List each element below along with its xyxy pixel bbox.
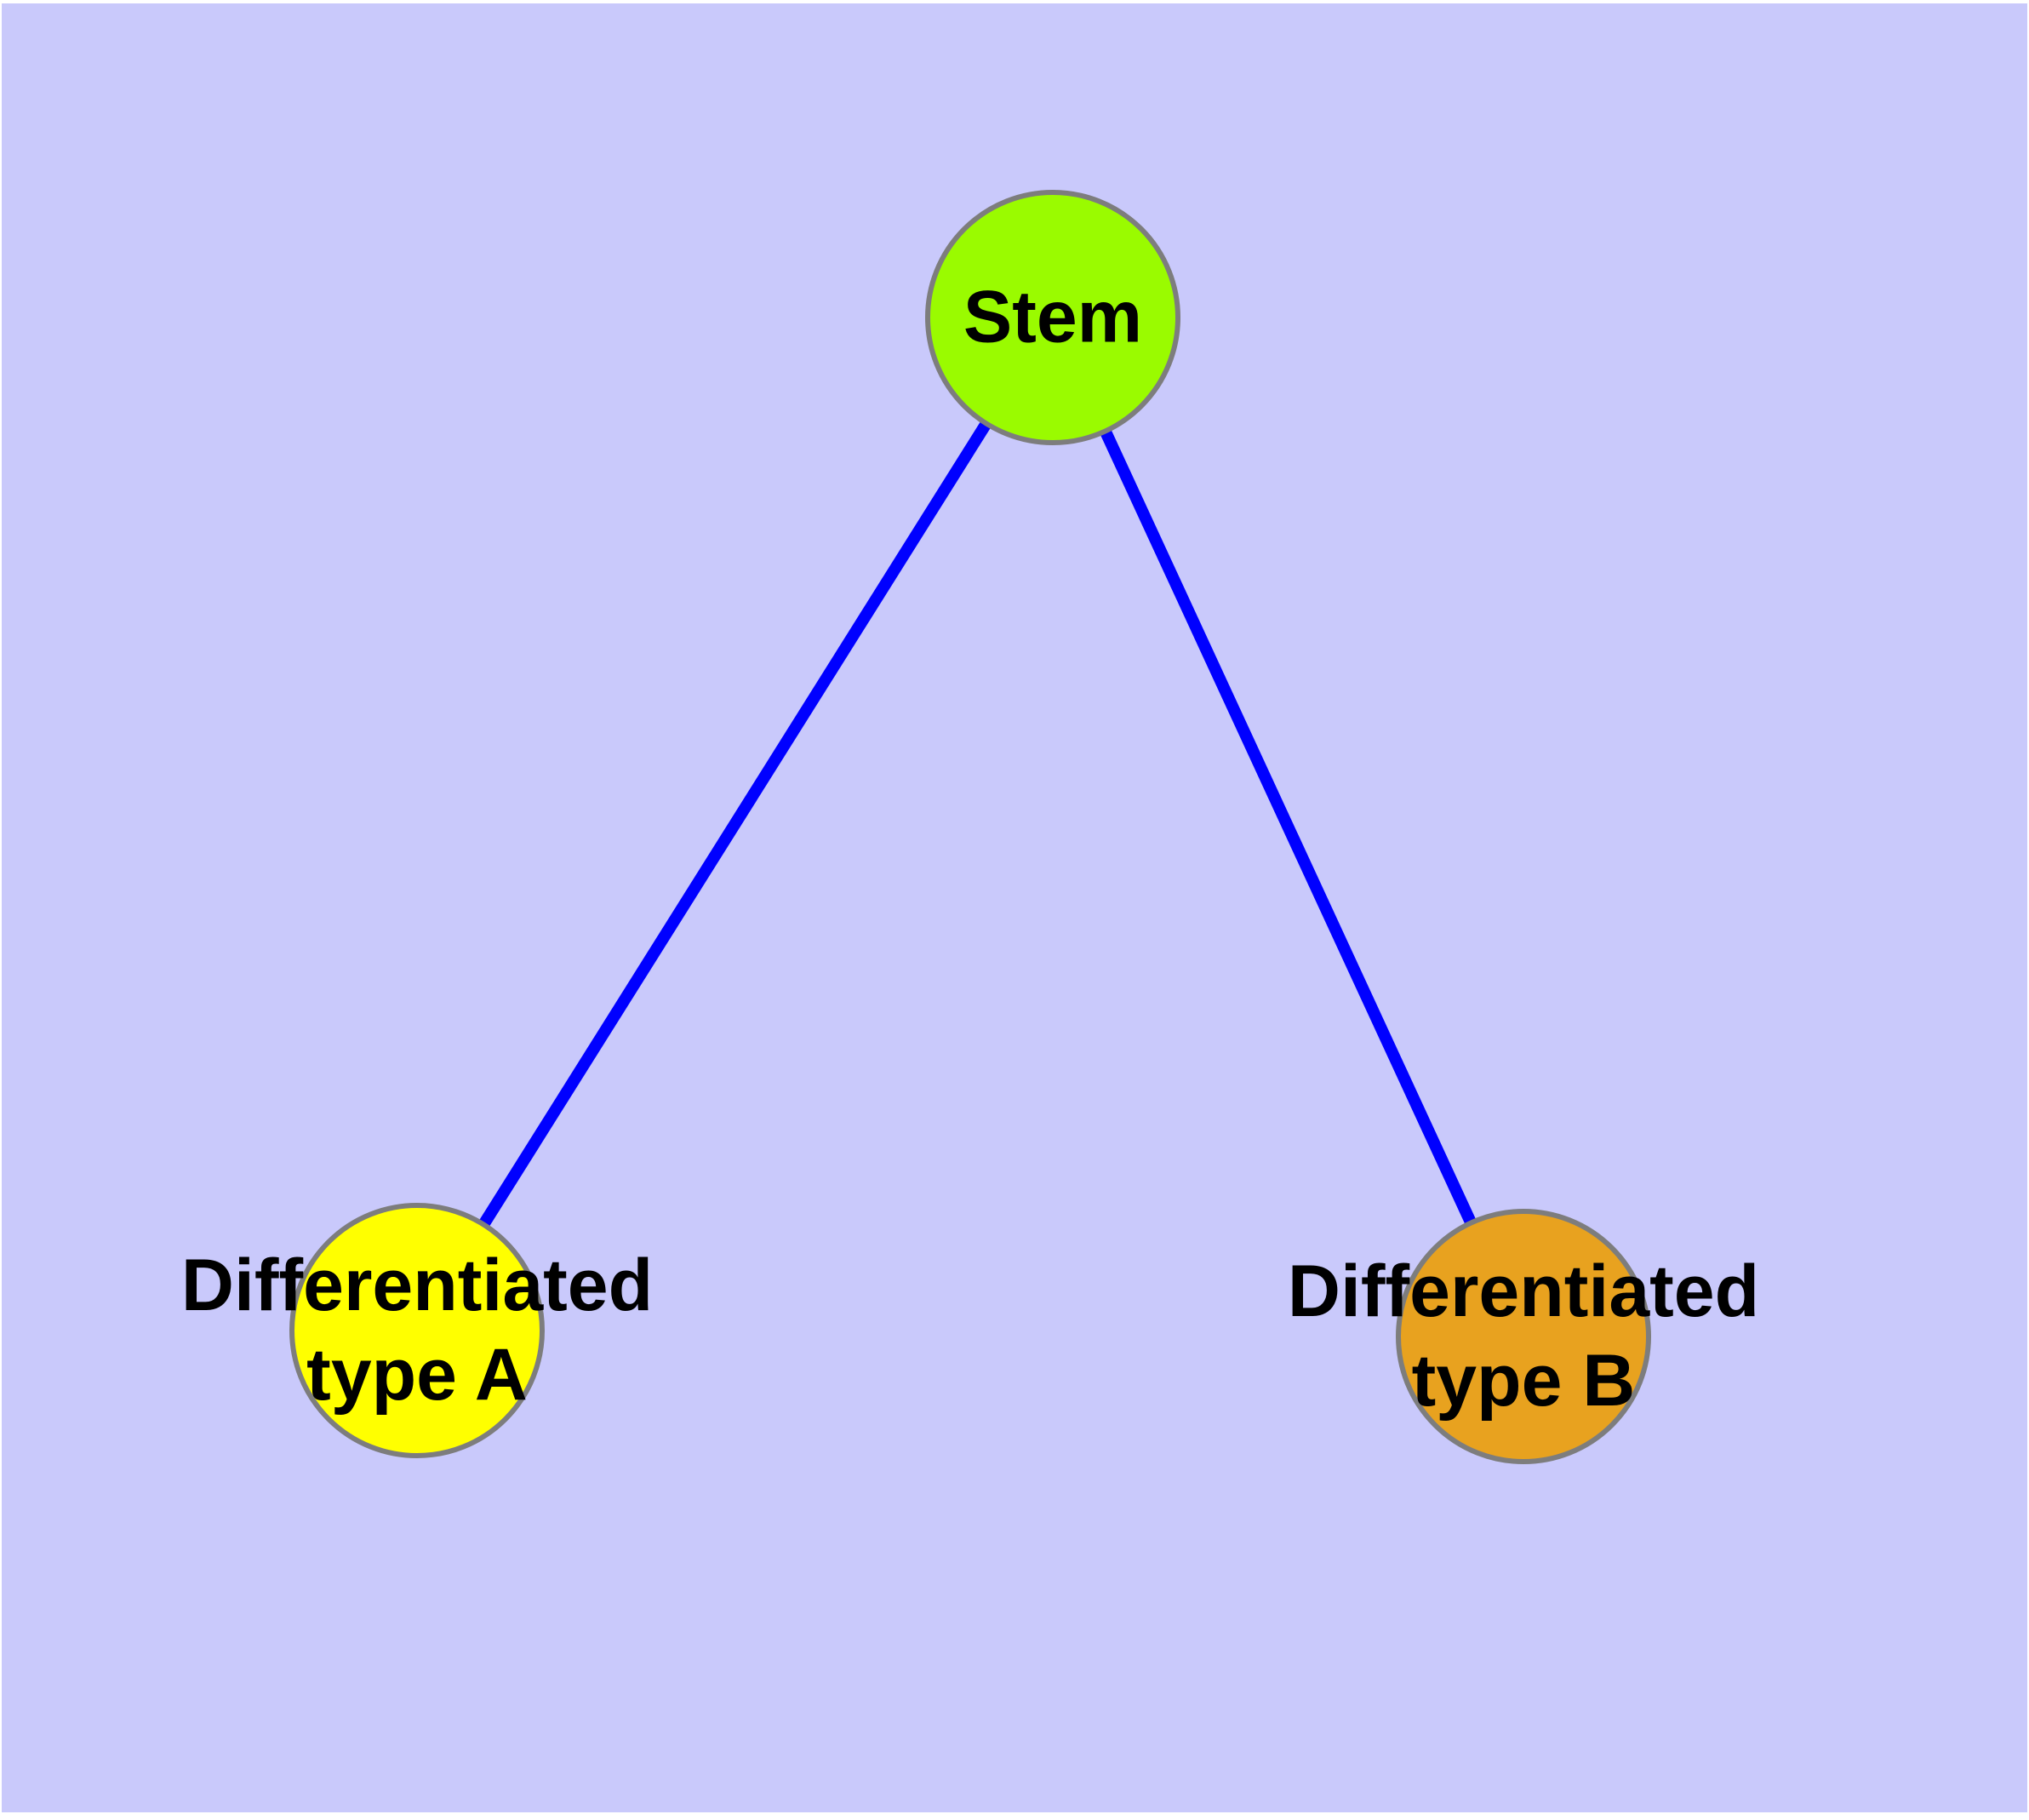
node-label-differentiated-type-b: Differentiated type B <box>1288 1247 1759 1426</box>
node-label-differentiated-type-a: Differentiated type A <box>181 1241 653 1420</box>
node-label-type-a-line-2: type A <box>306 1334 528 1416</box>
node-label-type-b-line-2: type B <box>1411 1340 1636 1422</box>
edge-stem-to-differentiated-type-a <box>412 314 1058 1334</box>
node-label-stem-text: Stem <box>963 276 1143 358</box>
node-label-type-b-line-1: Differentiated <box>1287 1251 1760 1332</box>
node-stem <box>925 190 1180 445</box>
node-differentiated-type-a <box>289 1203 545 1458</box>
node-label-stem: Stem <box>963 273 1142 363</box>
edge-stem-to-differentiated-type-b <box>1047 315 1529 1339</box>
node-label-type-a-line-1: Differentiated <box>180 1245 654 1326</box>
node-differentiated-type-b <box>1396 1209 1651 1464</box>
